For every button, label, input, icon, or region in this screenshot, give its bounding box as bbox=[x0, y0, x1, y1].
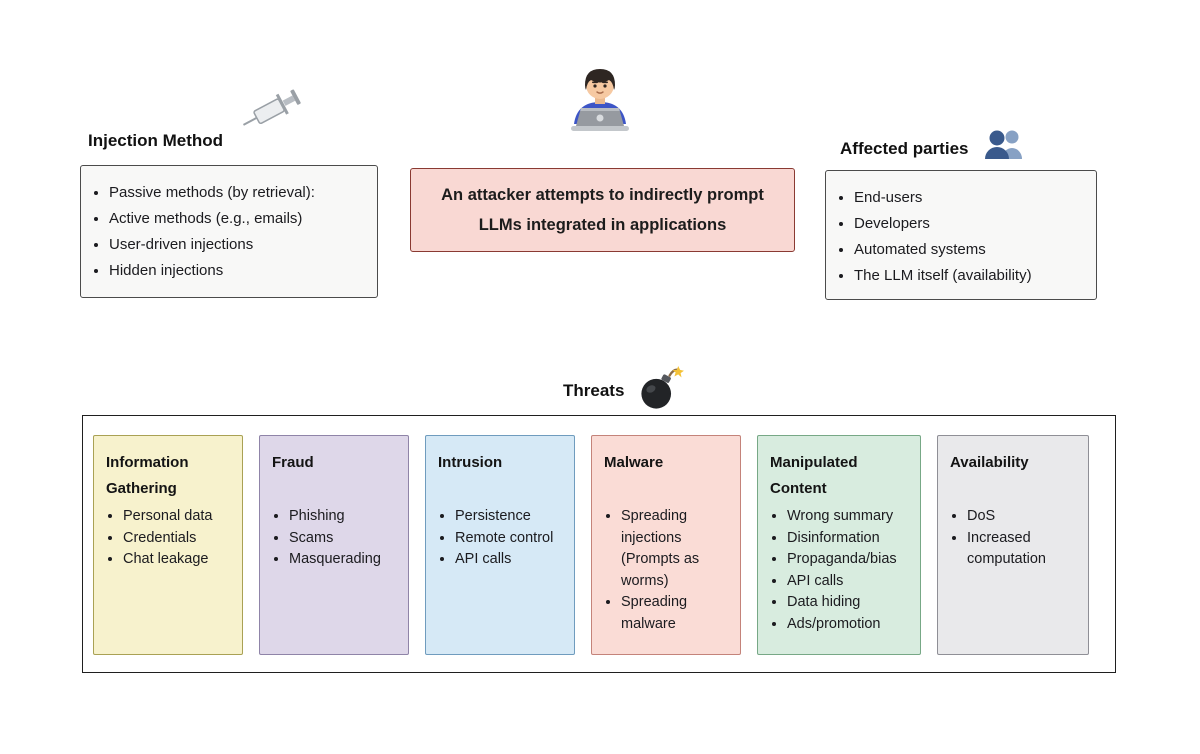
threat-card-information-gathering: Information GatheringPersonal dataCreden… bbox=[93, 435, 243, 655]
injection-method-panel: Passive methods (by retrieval):Active me… bbox=[80, 165, 378, 298]
attacker-statement-text: An attacker attempts to indirectly promp… bbox=[441, 180, 764, 240]
list-item: Ads/promotion bbox=[787, 614, 910, 636]
affected-parties-list: End-usersDevelopersAutomated systemsThe … bbox=[826, 185, 1096, 289]
list-item: Credentials bbox=[123, 528, 232, 550]
list-item: Wrong summary bbox=[787, 506, 910, 528]
threat-card-list: PersistenceRemote controlAPI calls bbox=[438, 506, 564, 571]
threat-card-availability: AvailabilityDoSIncreased computation bbox=[937, 435, 1089, 655]
man-technologist-icon bbox=[554, 60, 646, 149]
list-item: Scams bbox=[289, 528, 398, 550]
list-item: DoS bbox=[967, 506, 1078, 528]
list-item: Automated systems bbox=[854, 237, 1090, 263]
list-item: Increased computation bbox=[967, 528, 1078, 571]
list-item: Personal data bbox=[123, 506, 232, 528]
threats-container: Information GatheringPersonal dataCreden… bbox=[82, 415, 1116, 673]
list-item: Propaganda/bias bbox=[787, 549, 910, 571]
list-item: Spreading injections (Prompts as worms) bbox=[621, 506, 730, 592]
list-item: Phishing bbox=[289, 506, 398, 528]
threat-card-intrusion: IntrusionPersistenceRemote controlAPI ca… bbox=[425, 435, 575, 655]
threat-card-list: Personal dataCredentialsChat leakage bbox=[106, 506, 232, 571]
affected-parties-heading: Affected parties bbox=[840, 130, 1026, 164]
threat-card-title: Intrusion bbox=[438, 454, 503, 471]
list-item: Data hiding bbox=[787, 592, 910, 614]
attacker-statement-line1: An attacker attempts to indirectly promp… bbox=[441, 186, 764, 204]
busts-in-silhouette-icon bbox=[984, 127, 1026, 164]
list-item: Chat leakage bbox=[123, 549, 232, 571]
threat-card-manipulated-content: Manipulated ContentWrong summaryDisinfor… bbox=[757, 435, 921, 655]
threat-cards: Information GatheringPersonal dataCreden… bbox=[83, 416, 1115, 655]
threat-card-title: Availability bbox=[950, 454, 1029, 471]
list-item: API calls bbox=[787, 571, 910, 593]
attacker-statement-box: An attacker attempts to indirectly promp… bbox=[410, 168, 795, 252]
list-item: Active methods (e.g., emails) bbox=[109, 206, 371, 232]
list-item: Developers bbox=[854, 211, 1090, 237]
threats-heading: Threats bbox=[563, 366, 685, 415]
list-item: Spreading malware bbox=[621, 592, 730, 635]
injection-method-heading: Injection Method bbox=[88, 89, 301, 151]
threat-card-list: Wrong summaryDisinformationPropaganda/bi… bbox=[770, 506, 910, 635]
threat-card-title: Information Gathering bbox=[106, 454, 189, 497]
list-item: User-driven injections bbox=[109, 232, 371, 258]
threats-title: Threats bbox=[563, 380, 625, 400]
threat-card-fraud: FraudPhishingScamsMasquerading bbox=[259, 435, 409, 655]
affected-parties-panel: End-usersDevelopersAutomated systemsThe … bbox=[825, 170, 1097, 300]
list-item: Masquerading bbox=[289, 549, 398, 571]
threat-card-list: PhishingScamsMasquerading bbox=[272, 506, 398, 571]
threat-card-malware: MalwareSpreading injections (Prompts as … bbox=[591, 435, 741, 655]
list-item: Remote control bbox=[455, 528, 564, 550]
list-item: API calls bbox=[455, 549, 564, 571]
threat-card-list: Spreading injections (Prompts as worms)S… bbox=[604, 506, 730, 635]
syringe-icon bbox=[236, 84, 307, 141]
threat-card-title: Manipulated Content bbox=[770, 454, 858, 497]
threat-card-title: Malware bbox=[604, 454, 664, 471]
list-item: Persistence bbox=[455, 506, 564, 528]
list-item: End-users bbox=[854, 185, 1090, 211]
injection-method-list: Passive methods (by retrieval):Active me… bbox=[81, 180, 377, 284]
threat-card-title: Fraud bbox=[272, 454, 314, 471]
injection-method-title: Injection Method bbox=[88, 131, 224, 150]
affected-parties-title: Affected parties bbox=[840, 138, 969, 158]
list-item: Disinformation bbox=[787, 528, 910, 550]
list-item: Hidden injections bbox=[109, 258, 371, 284]
bomb-icon bbox=[638, 366, 685, 415]
threat-card-list: DoSIncreased computation bbox=[950, 506, 1078, 571]
list-item: The LLM itself (availability) bbox=[854, 263, 1090, 289]
list-item: Passive methods (by retrieval): bbox=[109, 180, 371, 206]
attacker-statement-line2: LLMs integrated in applications bbox=[478, 216, 727, 234]
